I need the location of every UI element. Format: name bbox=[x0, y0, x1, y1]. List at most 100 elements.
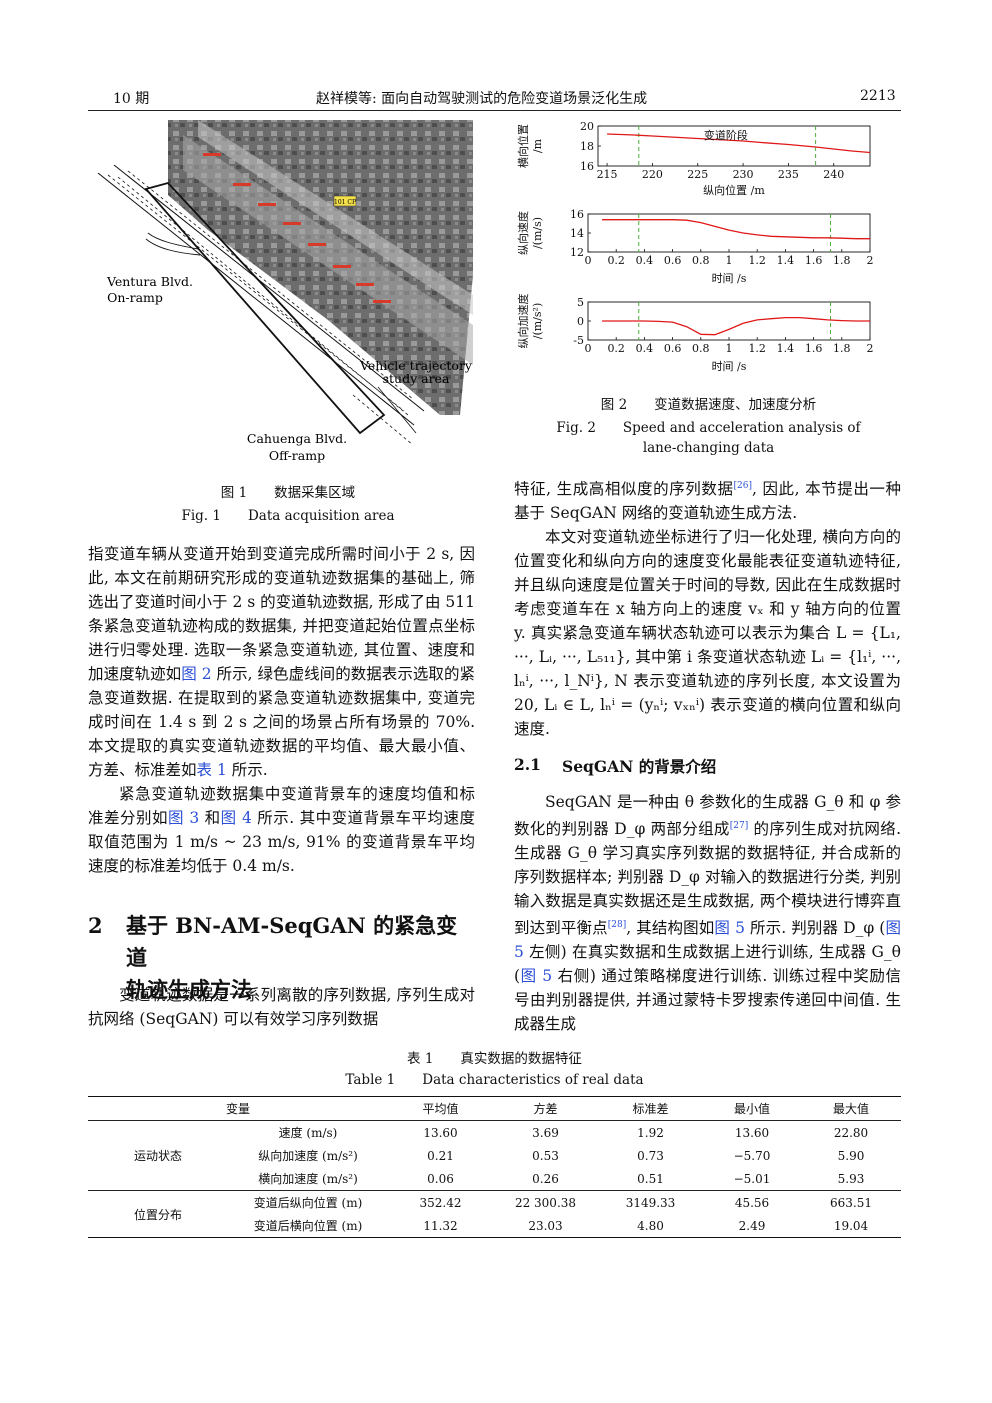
x-axis-label: 纵向位置 /m bbox=[703, 183, 765, 197]
running-title: 赵祥模等: 面向自动驾驶测试的危险变道场景泛化生成 bbox=[316, 91, 648, 107]
label-vehicle-trajectory: Vehicle trajectory bbox=[359, 358, 473, 373]
x-tick-label: 0.2 bbox=[607, 254, 625, 267]
camera-markers bbox=[203, 153, 391, 303]
label-onramp: On-ramp bbox=[107, 290, 163, 305]
table-cell: 0.53 bbox=[532, 1148, 559, 1163]
table-cell: 2.49 bbox=[738, 1218, 766, 1233]
table-cell: 0.26 bbox=[493, 1167, 598, 1191]
table-cell: 45.56 bbox=[734, 1195, 770, 1210]
table1: 变量 平均值 方差 标准差 最小值 最大值 运动状态 速度 (m/s) 13.60 3… bbox=[88, 1096, 901, 1238]
link-table1[interactable]: 表 1 bbox=[196, 761, 227, 779]
x-tick-label: 1.2 bbox=[748, 254, 766, 267]
right-paragraph-2: 本文对变道轨迹坐标进行了归一化处理, 横向方向的位置变化和纵向方向的速度变化最能… bbox=[514, 528, 901, 739]
table-cell: −5.70 bbox=[733, 1148, 771, 1163]
right-column: 特征, 生成高相似度的序列数据[26], 因此, 本节提出一种基于 SeqGAN… bbox=[514, 474, 901, 741]
y-tick-label: 18 bbox=[580, 140, 594, 153]
table-cell: 13.60 bbox=[423, 1125, 458, 1140]
x-axis-label: 时间 /s bbox=[712, 272, 747, 285]
table-cell: 11.32 bbox=[423, 1218, 458, 1233]
table-cell: 5.90 bbox=[837, 1148, 865, 1163]
row-variable: 横向加速度 (m/s²) bbox=[228, 1167, 388, 1191]
x-tick-label: 0.6 bbox=[664, 254, 682, 267]
cite-28[interactable]: [28] bbox=[607, 920, 627, 931]
left-paragraph-2: 紧急变道轨迹数据集中变道背景车的速度均值和标准差分别如图 3 和图 4 所示. … bbox=[88, 785, 475, 875]
link-fig5-b[interactable]: 图 5 bbox=[514, 919, 901, 962]
issue-number: 10 期 bbox=[113, 91, 150, 107]
y-tick-label: 16 bbox=[580, 160, 594, 173]
table-cell: 1.92 bbox=[637, 1125, 664, 1140]
table-cell: 4.80 bbox=[637, 1218, 664, 1233]
x-tick-label: 1.4 bbox=[777, 342, 795, 355]
y-tick-label: 16 bbox=[570, 208, 584, 221]
y-tick-label: 14 bbox=[570, 227, 584, 240]
x-tick-label: 215 bbox=[597, 168, 618, 181]
table-cell: 3.69 bbox=[532, 1125, 559, 1140]
col-header-variance: 方差 bbox=[493, 1097, 598, 1121]
table-header-row: 变量 平均值 方差 标准差 最小值 最大值 bbox=[88, 1097, 901, 1121]
left-paragraph-1: 指变道车辆从变道开始到变道完成所需时间小于 2 s, 因此, 本文在前期研究形成… bbox=[88, 545, 475, 779]
y-axis-label: 纵向加速度 bbox=[516, 294, 530, 349]
label-cahuenga: Cahuenga Blvd. bbox=[247, 431, 347, 446]
table1-caption-cn: 表 1 真实数据的数据特征 bbox=[407, 1051, 582, 1067]
link-fig5-c[interactable]: 图 5 bbox=[520, 967, 553, 986]
left-paragraph-3: 变道轨迹数据是一系列离散的序列数据, 序列生成对抗网络 (SeqGAN) 可以有… bbox=[88, 986, 475, 1028]
y-tick-label: 0 bbox=[577, 315, 584, 328]
fig1-caption-en: Fig. 1 Data acquisition area bbox=[181, 508, 395, 524]
table-cell: 0.51 bbox=[598, 1167, 703, 1191]
col-header-std: 标准差 bbox=[598, 1097, 703, 1121]
phase-annotation: 变道阶段 bbox=[704, 128, 748, 142]
x-tick-label: 1.8 bbox=[833, 342, 851, 355]
x-tick-label: 2 bbox=[867, 342, 874, 355]
table-cell: 352.42 bbox=[419, 1195, 462, 1210]
row-variable: 纵向加速度 (m/s²) bbox=[258, 1149, 358, 1163]
x-tick-label: 230 bbox=[733, 168, 754, 181]
table-cell: 23.03 bbox=[528, 1218, 563, 1233]
table-cell: 0.06 bbox=[388, 1167, 493, 1191]
link-fig3[interactable]: 图 3 bbox=[167, 809, 200, 827]
x-tick-label: 220 bbox=[642, 168, 663, 181]
link-fig2[interactable]: 图 2 bbox=[181, 665, 212, 683]
cite-26[interactable]: [26] bbox=[733, 481, 753, 491]
x-axis-label: 时间 /s bbox=[712, 360, 747, 373]
y-tick-label: 20 bbox=[580, 120, 594, 133]
cite-27[interactable]: [27] bbox=[729, 821, 749, 831]
right-paragraph-3: SeqGAN 是一种由 θ 参数化的生成器 G_θ 和 φ 参数化的判别器 D_… bbox=[514, 793, 901, 1034]
x-tick-label: 1.6 bbox=[805, 342, 823, 355]
x-tick-label: 1.2 bbox=[748, 342, 766, 355]
x-tick-label: 1 bbox=[726, 254, 733, 267]
series-line bbox=[607, 133, 871, 154]
figure1-map: 101 CP Ventura Blvd. On-ramp Vehicle tra… bbox=[97, 120, 473, 463]
y-tick-label: 12 bbox=[570, 246, 584, 259]
link-fig4[interactable]: 图 4 bbox=[220, 809, 252, 827]
table1-caption-en: Table 1 Data characteristics of real dat… bbox=[345, 1072, 644, 1088]
x-tick-label: 1.6 bbox=[805, 254, 823, 267]
col-header-min: 最小值 bbox=[703, 1097, 801, 1121]
x-tick-label: 225 bbox=[687, 168, 708, 181]
x-tick-label: 240 bbox=[823, 168, 844, 181]
series-line bbox=[602, 316, 870, 336]
x-tick-label: 2 bbox=[867, 254, 874, 267]
col-header-variable: 变量 bbox=[88, 1097, 388, 1121]
group-label: 运动状态 bbox=[88, 1120, 228, 1191]
y-axis-label: 横向位置 bbox=[516, 124, 530, 168]
fig2-caption-en-2: lane-changing data bbox=[642, 440, 775, 456]
table-cell: 663.51 bbox=[830, 1195, 872, 1210]
table-cell: 13.60 bbox=[734, 1125, 770, 1140]
x-tick-label: 235 bbox=[778, 168, 799, 181]
x-tick-label: 0 bbox=[585, 254, 592, 267]
y-axis-label: /(m/s) bbox=[531, 217, 544, 249]
col-header-mean: 平均值 bbox=[388, 1097, 493, 1121]
row-variable: 速度 (m/s) bbox=[278, 1126, 338, 1140]
x-tick-label: 0.4 bbox=[636, 254, 654, 267]
y-tick-label: -5 bbox=[573, 334, 584, 347]
link-fig5-a[interactable]: 图 5 bbox=[714, 919, 745, 938]
table-cell: 0.21 bbox=[427, 1148, 454, 1163]
col-header-max: 最大值 bbox=[801, 1097, 901, 1121]
section2-number: 2 bbox=[88, 913, 103, 938]
x-tick-label: 0.4 bbox=[636, 342, 654, 355]
